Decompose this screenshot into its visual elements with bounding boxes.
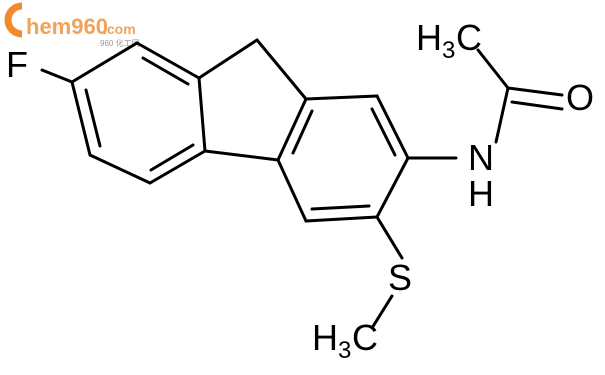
thiomethyl-sub: 3	[338, 337, 351, 364]
bond	[203, 149, 280, 162]
bond	[304, 94, 379, 101]
thiomethyl-h: H	[312, 317, 338, 358]
double-bond-inner	[310, 204, 371, 211]
acetyl-methyl-bond	[476, 48, 510, 90]
sulfur-bond	[375, 215, 404, 260]
oxygen-label: O	[566, 77, 594, 118]
bond	[135, 41, 201, 80]
nitrogen-label: N	[468, 137, 494, 178]
watermark-tagline: 960 化工网	[100, 38, 140, 48]
carbonyl-bond-inner	[510, 100, 564, 111]
watermark-c-icon	[4, 2, 23, 38]
bond	[276, 158, 308, 223]
watermark-domain: .com	[103, 21, 136, 37]
nitrogen-h-label: H	[468, 173, 494, 214]
bond	[276, 97, 308, 162]
fluoro-bond	[40, 68, 74, 84]
bond	[255, 38, 308, 101]
fluorine-label: F	[6, 44, 28, 85]
left-benzene-ring	[70, 41, 207, 185]
bond	[197, 76, 207, 153]
double-bond-inner	[84, 88, 102, 148]
bond	[375, 94, 410, 160]
bond	[197, 38, 259, 80]
double-bond-inner	[370, 107, 397, 157]
carbonyl-bond	[506, 86, 564, 97]
watermark-brand: hem960	[26, 14, 108, 39]
double-bond-inner	[149, 143, 195, 172]
right-benzene-ring	[276, 94, 410, 223]
atom-labels: F H 3 C O N H S H 3 C	[6, 17, 594, 364]
bond	[70, 80, 92, 157]
bond	[70, 41, 139, 84]
watermark-logo: hem960 .com 960 化工网	[4, 2, 140, 48]
acetyl-methyl-c: C	[456, 17, 482, 58]
double-bond-inner	[141, 56, 190, 86]
bond	[88, 153, 152, 185]
substituent-bonds	[40, 48, 564, 330]
sulfur-label: S	[388, 257, 412, 298]
acetyl-methyl-sub: 3	[442, 37, 455, 64]
double-bond-inner	[291, 109, 314, 155]
five-membered-ring	[197, 38, 308, 162]
acetyl-methyl-h: H	[416, 17, 442, 58]
thiomethyl-bond	[370, 294, 394, 330]
amide-bond	[494, 86, 510, 144]
thiomethyl-c: C	[352, 317, 378, 358]
bond	[375, 156, 410, 219]
bond	[148, 149, 207, 185]
bond	[304, 215, 379, 223]
